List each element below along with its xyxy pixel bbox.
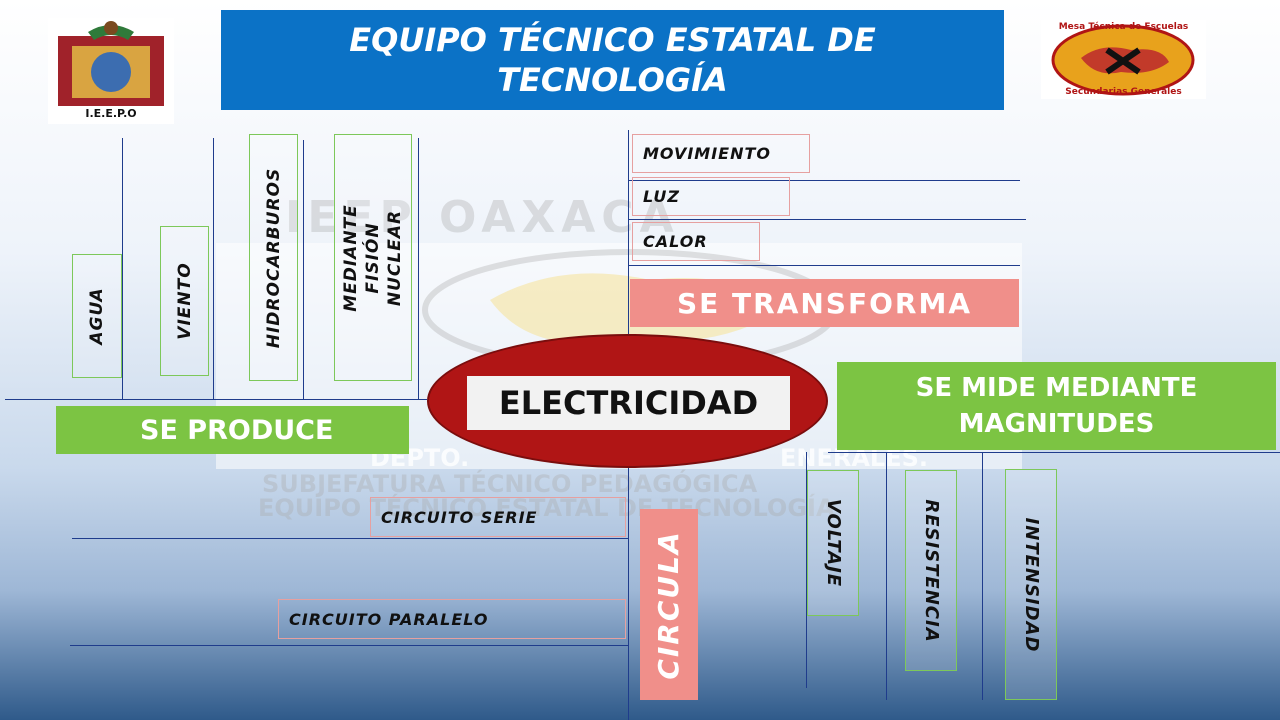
connector-line xyxy=(628,265,1020,266)
connector-line xyxy=(806,452,807,688)
page-title: EQUIPO TÉCNICO ESTATAL DE TECNOLOGÍA xyxy=(221,10,1004,110)
produce-item-fision-nuclear: MEDIANTE FISIÓN NUCLEAR xyxy=(334,134,412,381)
watermark-line3: SUBJEFATURA TÉCNICO PEDAGÓGICA xyxy=(262,470,758,498)
watermark-line4: EQUIPO TÉCNICO ESTATAL DE TECNOLOGÍA xyxy=(258,494,835,522)
mide-item-label: INTENSIDAD xyxy=(1021,517,1042,652)
ieepo-logo: I.E.E.P.O xyxy=(48,18,174,124)
mide-item-intensidad: INTENSIDAD xyxy=(1005,469,1057,700)
watermark-line1: IEEP OAXACA xyxy=(285,192,680,243)
produce-label: SE PRODUCE xyxy=(56,406,409,454)
ieepo-logo-label: I.E.E.P.O xyxy=(85,107,137,120)
mide-item-resistencia: RESISTENCIA xyxy=(905,470,957,671)
mesa-tecnica-label-top: Mesa Técnica de Escuelas xyxy=(1058,22,1189,32)
produce-item-agua: AGUA xyxy=(72,254,122,378)
connector-line xyxy=(628,180,1020,181)
connector-line xyxy=(982,452,983,700)
mide-item-label: RESISTENCIA xyxy=(921,498,942,643)
produce-item-label: VIENTO xyxy=(174,262,195,340)
connector-line xyxy=(303,140,304,400)
connector-line xyxy=(213,138,214,400)
connector-line xyxy=(70,645,628,646)
connector-line xyxy=(418,138,419,400)
circula-item-serie: CIRCUITO SERIE xyxy=(370,497,626,537)
connector-line xyxy=(5,399,427,400)
produce-item-label: HIDROCARBUROS xyxy=(263,167,284,348)
mesa-tecnica-logo: Mesa Técnica de Escuelas Secundarias Gen… xyxy=(1041,20,1206,99)
connector-line xyxy=(886,452,887,700)
oaxaca-map-emblem-icon xyxy=(1051,24,1195,96)
produce-item-viento: VIENTO xyxy=(160,226,209,376)
transforma-item-calor: CALOR xyxy=(632,222,760,261)
circula-label: CIRCULA xyxy=(652,529,685,680)
mide-item-label: VOLTAJE xyxy=(823,498,844,588)
transforma-item-movimiento: MOVIMIENTO xyxy=(632,134,810,173)
center-label: ELECTRICIDAD xyxy=(467,376,790,430)
connector-line xyxy=(122,138,123,400)
transforma-item-luz: LUZ xyxy=(632,177,790,216)
produce-item-hidrocarburos: HIDROCARBUROS xyxy=(249,134,298,381)
circula-label-box: CIRCULA xyxy=(640,509,698,700)
ieepo-emblem-icon xyxy=(58,21,164,106)
mide-label: SE MIDE MEDIANTE MAGNITUDES xyxy=(837,362,1276,450)
mesa-tecnica-label-bottom: Secundarias Generales xyxy=(1065,87,1182,97)
produce-item-label: MEDIANTE FISIÓN NUCLEAR xyxy=(341,203,405,312)
connector-line xyxy=(828,452,1280,453)
produce-item-label: AGUA xyxy=(87,287,107,345)
connector-line xyxy=(72,538,628,539)
circula-item-paralelo: CIRCUITO PARALELO xyxy=(278,599,626,639)
mide-item-voltaje: VOLTAJE xyxy=(807,470,859,616)
transforma-label: SE TRANSFORMA xyxy=(630,279,1019,327)
connector-line xyxy=(628,219,1026,220)
